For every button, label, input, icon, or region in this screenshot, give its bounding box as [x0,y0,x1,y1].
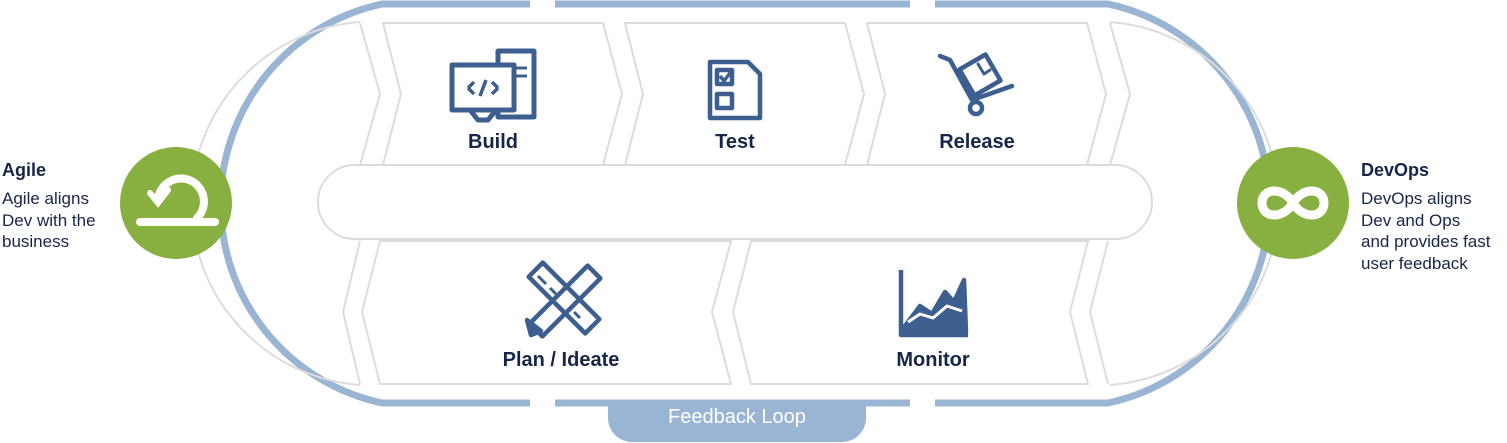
bottom-stage-row [341,240,1109,385]
top-right-chevron-tip [1109,22,1132,166]
build-label: Build [468,131,518,153]
feedback-loop-tab [608,403,866,442]
devops-description-line: DevOps aligns [1361,189,1472,208]
devops-description-line: user feedback [1361,253,1468,273]
area-chart-icon [898,270,969,338]
agile-description-line: Agile aligns [2,189,89,208]
bottom-right-chevron-tip [1088,240,1109,385]
monitor-label: Monitor [896,349,970,371]
plan-ideate-label: Plan / Ideate [502,349,620,371]
agile-description-line: Dev with the [2,210,96,230]
agile-description-line: business [2,232,70,251]
release-label: Release [939,131,1015,153]
devops-description: DevOps aligns Dev and Ops and provides f… [1361,188,1490,274]
test-label: Test [715,131,755,153]
middle-pill [317,164,1153,240]
monitor-chevron [731,240,1090,385]
devops-description-line: Dev and Ops [1361,210,1461,230]
plan-ideate-chevron [360,240,733,385]
devops-description-line: and provides fast [1361,232,1491,251]
checklist-document-icon [707,59,763,121]
bottom-left-chevron-tip [341,240,361,385]
infinity-icon [1257,186,1329,220]
top-left-chevron-tip [359,22,382,166]
hand-truck-box-icon [937,52,1015,117]
agile-loop-icon [136,174,219,226]
devops-title: DevOps [1361,160,1430,180]
agile-circle [120,147,232,259]
agile-title: Agile [2,160,47,180]
ruler-pencil-icon [524,260,603,339]
feedback-loop-label: Feedback Loop [668,406,806,428]
agile-description: Agile aligns Dev with the business [2,188,96,253]
monitor-code-icon [449,48,537,123]
